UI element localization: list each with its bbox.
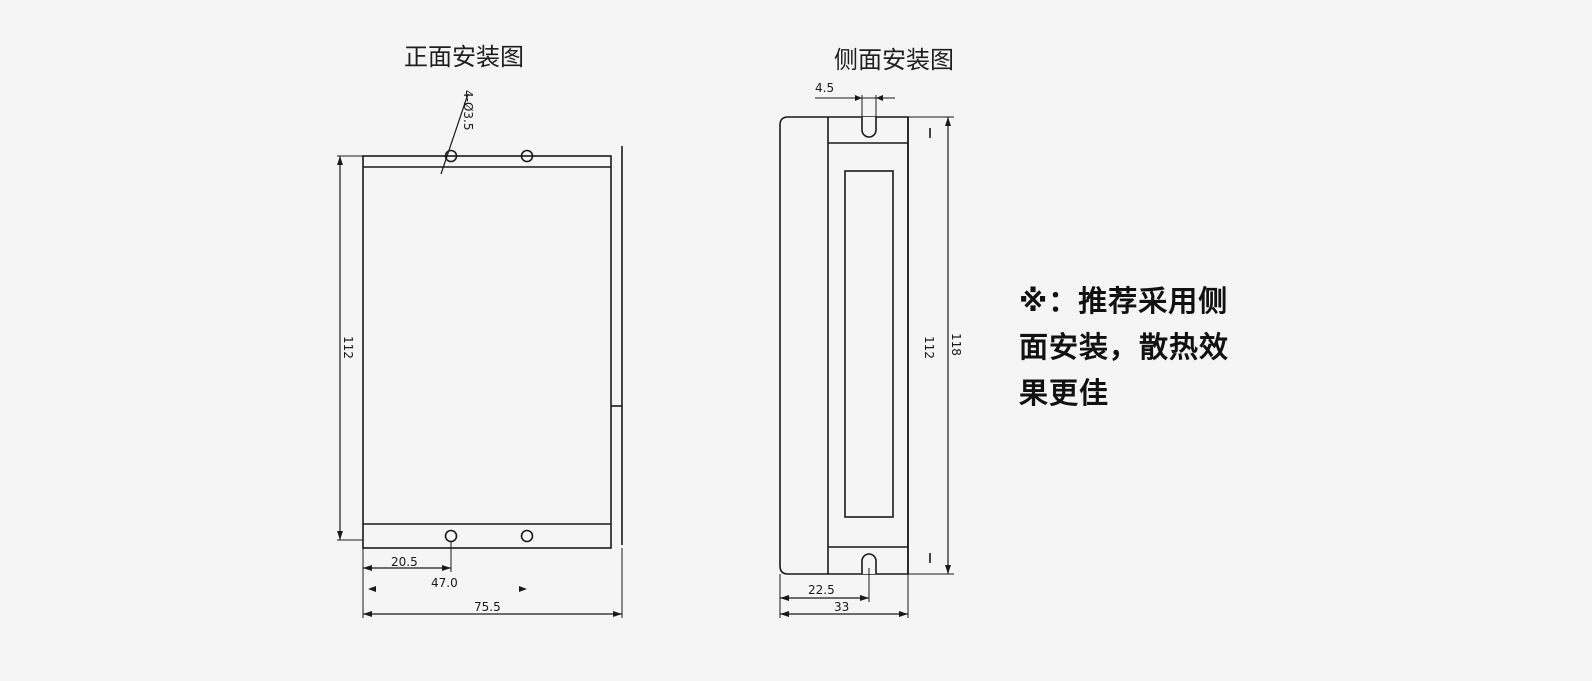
front-hole-bottom-right bbox=[520, 529, 534, 543]
height-arrow-top bbox=[337, 156, 343, 165]
depth-arrow-right bbox=[899, 611, 908, 617]
hole-pitch-arrow-left bbox=[368, 586, 376, 592]
width-arrow-right bbox=[613, 611, 622, 617]
front-view bbox=[337, 93, 623, 618]
note-line-1: ※：推荐采用侧 bbox=[1019, 284, 1229, 318]
installation-note: ※：推荐采用侧 面安装，散热效 果更佳 bbox=[1019, 278, 1279, 416]
outer-height-label: 118 bbox=[949, 333, 963, 356]
hole-leader-line bbox=[440, 93, 469, 175]
width-arrow-left bbox=[363, 611, 372, 617]
side-top-slot bbox=[861, 117, 877, 138]
inner-height-label: 112 bbox=[922, 336, 936, 359]
side-view-title: 侧面安装图 bbox=[834, 46, 954, 74]
depth-label: 33 bbox=[834, 600, 849, 614]
hole-offset-arrow-left bbox=[363, 565, 372, 571]
note-line-3: 果更佳 bbox=[1019, 376, 1110, 410]
hole-callout-label: 4-Ø3.5 bbox=[461, 90, 475, 131]
slot-arrow-right bbox=[876, 95, 883, 101]
front-view-title: 正面安装图 bbox=[404, 43, 524, 71]
side-view bbox=[779, 95, 954, 618]
slot-offset-arrow-left bbox=[780, 595, 789, 601]
note-line-2: 面安装，散热效 bbox=[1019, 330, 1230, 364]
side-bottom-slot bbox=[861, 553, 877, 574]
front-body-outline bbox=[362, 155, 612, 549]
side-body-outline bbox=[779, 116, 909, 575]
slot-arrow-left bbox=[855, 95, 862, 101]
hole-offset-arrow-right bbox=[442, 565, 451, 571]
front-height-label: 112 bbox=[341, 336, 355, 359]
hole-pitch-arrow-right bbox=[519, 586, 527, 592]
hole-pitch-label: 47.0 bbox=[431, 576, 458, 590]
slot-offset-arrow-right bbox=[860, 595, 869, 601]
slot-offset-label: 22.5 bbox=[808, 583, 835, 597]
side-inner-rect bbox=[844, 170, 894, 518]
front-hole-top-right bbox=[520, 149, 534, 163]
front-hole-bottom-left bbox=[444, 529, 458, 543]
height-arrow-bottom bbox=[337, 531, 343, 540]
front-hole-top-left bbox=[444, 149, 458, 163]
outer-height-arrow-bottom bbox=[945, 565, 951, 574]
slot-width-label: 4.5 bbox=[815, 81, 834, 95]
outer-height-arrow-top bbox=[945, 117, 951, 126]
hole-offset-label: 20.5 bbox=[391, 555, 418, 569]
width-label: 75.5 bbox=[474, 600, 501, 614]
depth-arrow-left bbox=[780, 611, 789, 617]
